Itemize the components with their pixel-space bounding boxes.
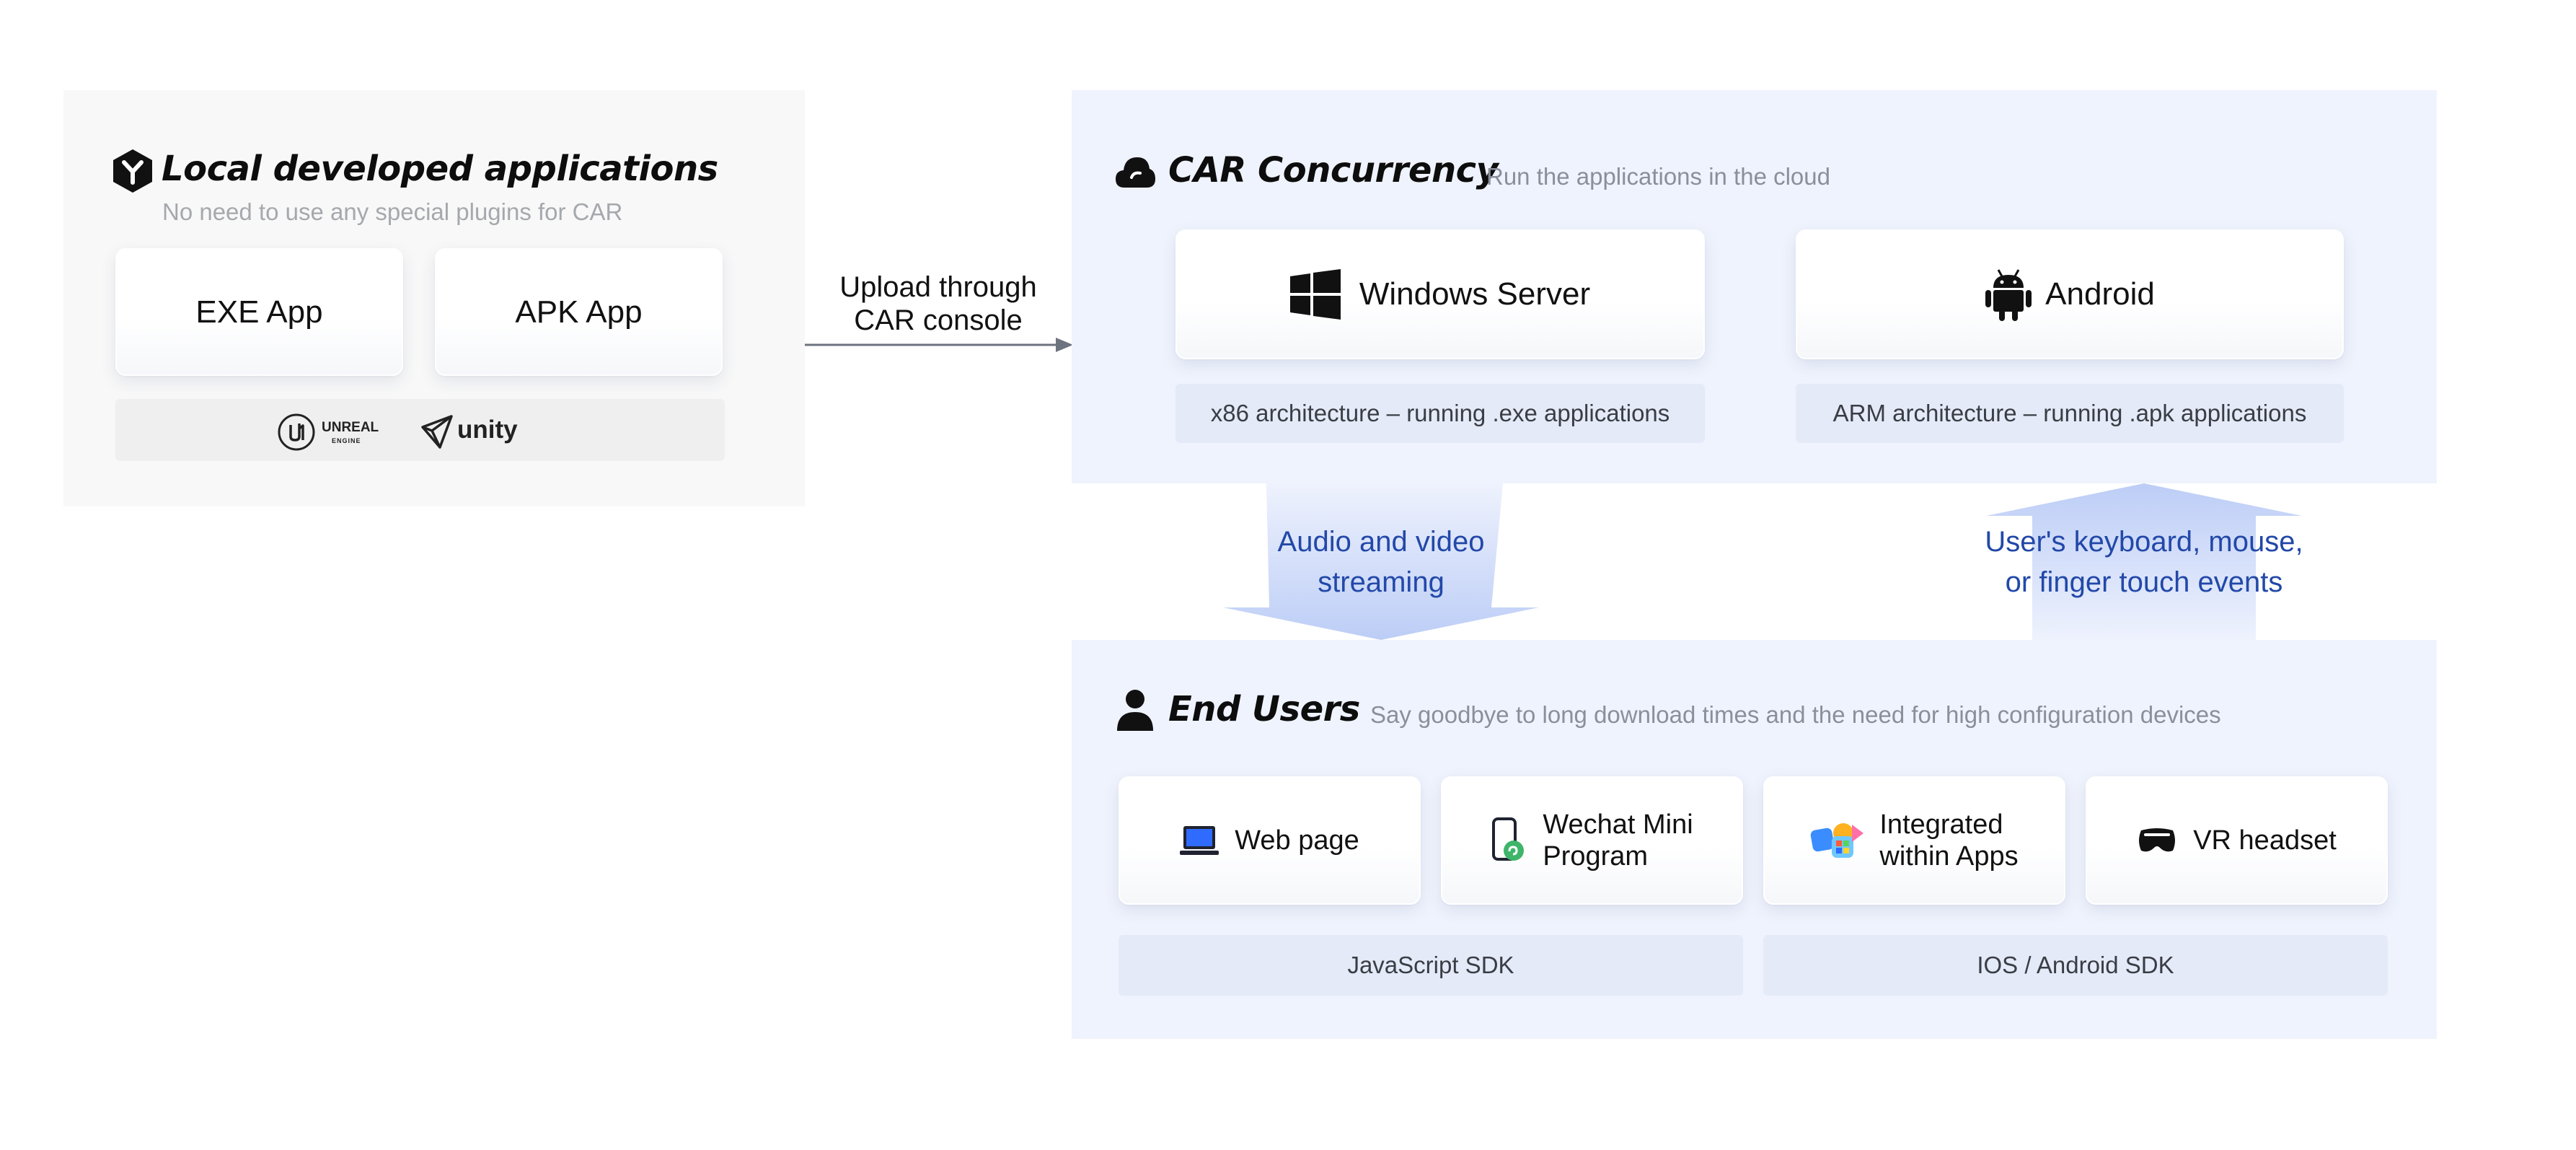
streaming-label-line2: streaming: [1318, 566, 1444, 598]
vr-headset-icon: [2137, 826, 2177, 855]
streaming-label-line1: Audio and video: [1277, 526, 1485, 558]
android-arch-text: ARM architecture – running .apk applicat…: [1832, 400, 2307, 426]
android-card: Android: [1796, 229, 2344, 359]
unreal-engine-wordmark: UNREAL ENGINE: [322, 421, 379, 447]
android-icon: [1985, 268, 2032, 321]
exe-app-card: EXE App: [115, 248, 403, 376]
mobile-sdk-label: IOS / Android SDK: [1977, 952, 2174, 978]
javascript-sdk-bar: JavaScript SDK: [1119, 935, 1743, 996]
cloud-icon: [1114, 153, 1156, 190]
upload-label-line1: Upload through: [839, 271, 1037, 303]
javascript-sdk-label: JavaScript SDK: [1347, 952, 1514, 978]
windows-server-card: Windows Server: [1175, 229, 1705, 359]
integrated-label: Integrated within Apps: [1879, 809, 2018, 872]
web-page-label: Web page: [1235, 825, 1359, 856]
mini-program-icon: [1491, 817, 1525, 864]
input-events-up-arrow: [1982, 483, 2306, 640]
user-icon: [1116, 689, 1155, 731]
end-users-title: End Users: [1168, 689, 1360, 729]
unreal-engine-logo: [277, 413, 316, 452]
integrated-label-line2: within Apps: [1879, 841, 2019, 872]
apk-app-label: APK App: [515, 294, 643, 330]
android-arch-bar: ARM architecture – running .apk applicat…: [1796, 384, 2344, 443]
local-apps-title: Local developed applications: [162, 149, 718, 189]
upload-arrow: [805, 335, 1073, 354]
wechat-label: Wechat Mini Program: [1543, 809, 1693, 872]
local-apps-subtitle: No need to use any special plugins for C…: [162, 198, 623, 225]
apps-icon: [1810, 819, 1865, 862]
apk-app-card: APK App: [435, 248, 723, 376]
android-label: Android: [2045, 276, 2155, 312]
cube-icon: [112, 148, 154, 194]
input-events-label: User's keyboard, mouse, or finger touch …: [1946, 522, 2342, 602]
end-users-subtitle: Say goodbye to long download times and t…: [1370, 701, 2221, 728]
wechat-label-line2: Program: [1543, 841, 1649, 872]
windows-arch-bar: x86 architecture – running .exe applicat…: [1175, 384, 1705, 443]
unreal-sub-label: ENGINE: [332, 437, 361, 444]
integrated-label-line1: Integrated: [1879, 809, 2003, 840]
windows-icon: [1289, 269, 1341, 320]
input-events-label-line2: or finger touch events: [2005, 566, 2283, 598]
engine-logos-bar: [115, 399, 725, 461]
windows-arch-text: x86 architecture – running .exe applicat…: [1210, 400, 1670, 426]
windows-server-label: Windows Server: [1359, 276, 1591, 312]
wechat-label-line1: Wechat Mini: [1543, 809, 1693, 840]
unity-wordmark: unity: [457, 416, 518, 444]
client-vr-headset: VR headset: [2086, 776, 2388, 905]
laptop-icon: [1180, 825, 1219, 856]
car-title: CAR Concurrency: [1168, 150, 1499, 190]
upload-label: Upload through CAR console: [805, 271, 1072, 337]
upload-label-line2: CAR console: [854, 304, 1023, 336]
streaming-label: Audio and video streaming: [1219, 522, 1543, 602]
mobile-sdk-bar: IOS / Android SDK: [1763, 935, 2388, 996]
unity-logo: [420, 414, 453, 449]
client-web-page: Web page: [1119, 776, 1421, 905]
client-wechat-mini-program: Wechat Mini Program: [1441, 776, 1743, 905]
client-integrated-apps: Integrated within Apps: [1763, 776, 2065, 905]
vr-headset-label: VR headset: [2193, 825, 2337, 856]
car-subtitle: Run the applications in the cloud: [1486, 163, 1830, 190]
unreal-label: UNREAL: [322, 420, 379, 435]
exe-app-label: EXE App: [195, 294, 323, 330]
streaming-down-arrow: [1219, 483, 1543, 640]
input-events-label-line1: User's keyboard, mouse,: [1985, 526, 2303, 558]
